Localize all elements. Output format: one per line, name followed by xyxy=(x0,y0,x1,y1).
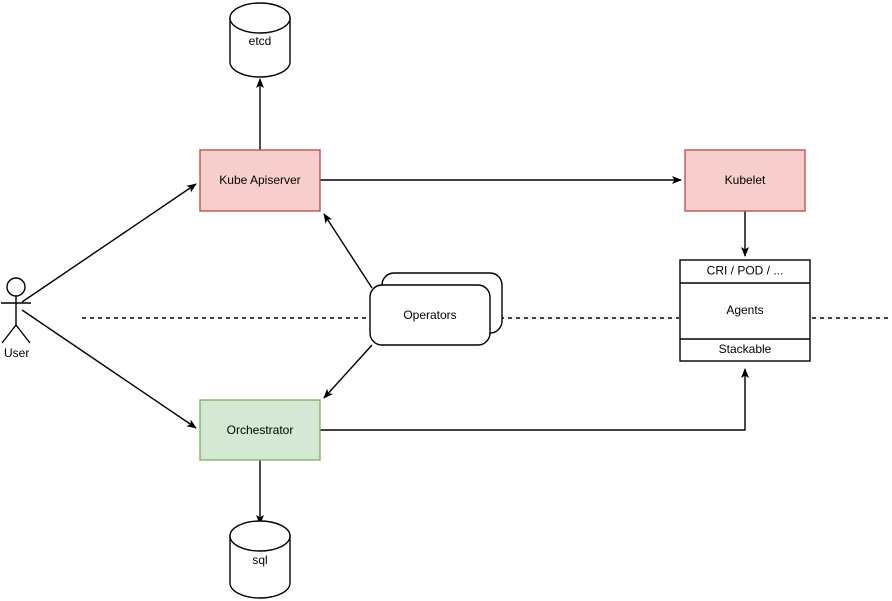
node-label-etcd: etcd xyxy=(249,34,272,48)
node-label-orchestrator: Orchestrator xyxy=(227,423,294,437)
user-head-icon xyxy=(6,277,26,297)
node-label-agents: Agents xyxy=(726,303,763,317)
node-label-stackable: Stackable xyxy=(719,342,772,356)
node-label-sql: sql xyxy=(252,553,267,567)
node-etcd[interactable]: etcd xyxy=(229,2,291,78)
node-label-kube-apiserver: Kube Apiserver xyxy=(219,173,300,187)
actor-label-user: User xyxy=(4,346,29,360)
actor-user[interactable]: User xyxy=(1,277,31,360)
node-sql[interactable]: sql xyxy=(229,520,291,599)
node-orchestrator[interactable]: Orchestrator xyxy=(199,399,321,461)
edge-user-to-orchestrator xyxy=(21,309,197,429)
node-kube-apiserver[interactable]: Kube Apiserver xyxy=(199,149,321,212)
edge-operators-to-kube-apiserver xyxy=(323,213,373,289)
node-operators[interactable]: Operators xyxy=(369,272,503,346)
node-label-operators: Operators xyxy=(403,308,456,322)
node-kubelet[interactable]: Kubelet xyxy=(684,149,806,212)
node-label-cri-pod: CRI / POD / ... xyxy=(707,264,784,278)
edge-operators-to-orchestrator xyxy=(323,344,373,399)
edge-orchestrator-to-stackable xyxy=(320,368,749,431)
node-label-kubelet: Kubelet xyxy=(725,173,766,187)
edge-user-to-kube-apiserver xyxy=(21,183,197,303)
node-agents-stack[interactable]: CRI / POD / ... Agents Stackable xyxy=(679,259,811,362)
